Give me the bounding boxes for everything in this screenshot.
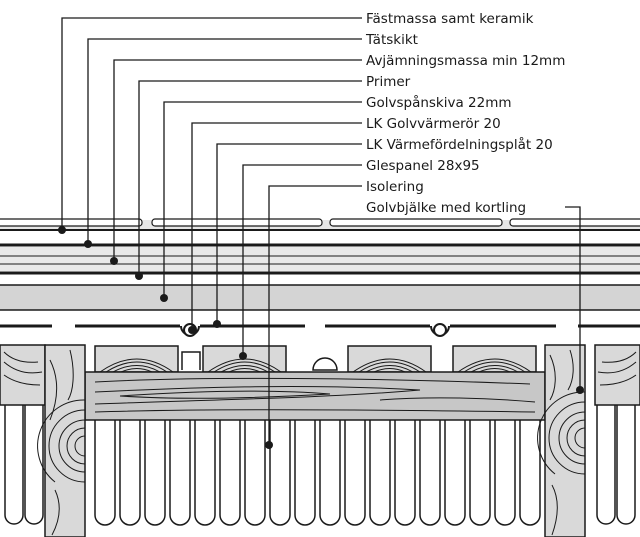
insulation: [4, 351, 636, 526]
label-insulation: Isolering: [366, 179, 424, 195]
label-batten: Glespanel 28x95: [366, 158, 480, 174]
label-membrane: Tätskikt: [365, 32, 418, 48]
label-joist: Golvbjälke med kortling: [366, 200, 526, 216]
leader-dots: [58, 226, 584, 449]
layer-chipboard: [0, 284, 640, 311]
batten-1: [94, 345, 179, 373]
label-levelling: Avjämningsmassa min 12mm: [366, 53, 565, 69]
labels: Fästmassa samt keramik Tätskikt Avjämnin…: [365, 11, 565, 216]
edge-boards: [0, 344, 640, 406]
blocking-timber: [84, 371, 546, 421]
label-chipboard: Golvspånskiva 22mm: [366, 94, 512, 111]
joist-right: [537, 344, 586, 537]
label-pipe: LK Golvvärmerör 20: [366, 116, 501, 132]
layer-levelling-compound: [0, 247, 640, 271]
battens: [94, 345, 537, 373]
leader-lines: [61, 17, 581, 445]
layer-ceramic-tiles: [0, 218, 640, 231]
label-primer: Primer: [366, 74, 411, 90]
joist-left: [37, 344, 86, 537]
batten-3: [347, 345, 432, 373]
label-heat-plate: LK Värmefördelningsplåt 20: [366, 136, 553, 153]
batten-4: [452, 345, 537, 373]
label-ceramic: Fästmassa samt keramik: [366, 11, 534, 27]
